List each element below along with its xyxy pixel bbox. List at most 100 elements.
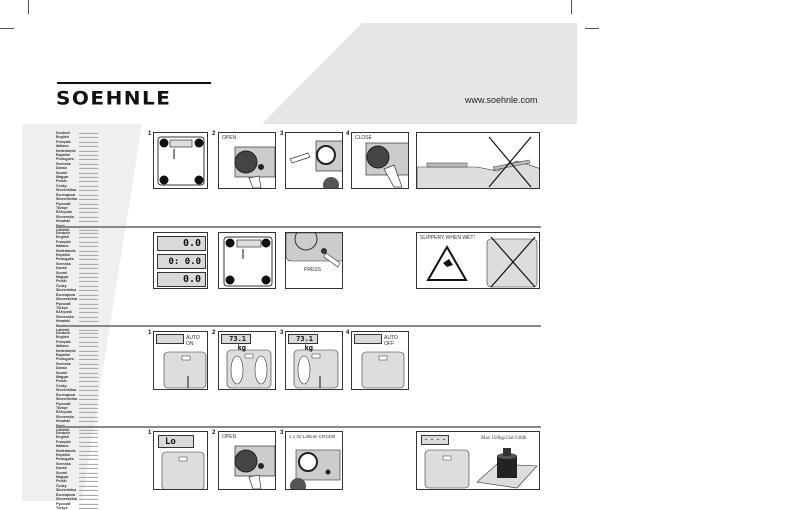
language-text: ▬▬▬▬▬▬▬ (79, 361, 98, 366)
language-name: Slovenština (56, 288, 77, 293)
uneven-floor-icon (417, 136, 539, 188)
language-name: Ελληνικά (56, 310, 72, 315)
language-text: ▬▬▬▬▬▬▬ (79, 175, 98, 180)
language-text: ▬▬▬▬▬▬▬ (79, 148, 98, 153)
language-name: Suomi (56, 470, 67, 475)
max-capacity-label: Max 150kg/23st/330lb (481, 436, 527, 441)
language-name: Dansk (56, 466, 67, 471)
language-row: Suomi▬▬▬▬▬▬▬ (56, 371, 98, 375)
language-text: ▬▬▬▬▬▬▬ (79, 188, 98, 193)
language-text: ▬▬▬▬▬▬▬ (79, 414, 98, 419)
language-name: Polski (56, 479, 67, 484)
language-text: ▬▬▬▬▬▬▬ (79, 435, 98, 440)
section-divider (56, 226, 541, 228)
language-row: Türkçe▬▬▬▬▬▬▬ (56, 506, 98, 510)
language-name: Magyar (56, 375, 69, 380)
language-row: Nederlands▬▬▬▬▬▬▬ (56, 448, 98, 453)
language-row: Polski▬▬▬▬▬▬▬ (56, 179, 98, 184)
language-name: Česky (56, 283, 67, 288)
language-name: Svenska (56, 461, 71, 466)
language-text: ▬▬▬▬▬▬▬ (79, 219, 98, 224)
language-name: Български (56, 392, 76, 397)
battery-cover-open-icon (234, 445, 275, 489)
language-row: Slovenština▬▬▬▬▬▬▬ (56, 488, 98, 492)
language-row: Slovenščina▬▬▬▬▬▬▬ (56, 497, 98, 502)
website-link[interactable]: www.soehnle.com (465, 95, 538, 105)
language-row: Türkçe▬▬▬▬▬▬▬ (56, 205, 98, 210)
language-row: Slovenščina▬▬▬▬▬▬▬ (56, 197, 98, 202)
language-name: Slovensko (56, 414, 74, 419)
language-text: ▬▬▬▬▬▬▬ (79, 205, 98, 210)
step-label: OPEN (222, 434, 237, 440)
language-text: ▬▬▬▬▬▬▬ (79, 448, 98, 453)
language-row: Italiano▬▬▬▬▬▬▬ (56, 144, 98, 148)
section-divider (56, 325, 541, 327)
language-row: Dansk▬▬▬▬▬▬▬ (56, 466, 98, 471)
language-name: Eesti (56, 424, 79, 428)
language-name: Slovenština (56, 188, 77, 193)
language-name: Polski (56, 179, 67, 184)
step-panel-scale-top (153, 132, 208, 189)
language-row: Magyar▬▬▬▬▬▬▬ (56, 475, 98, 480)
language-row: Latviski▬▬▬▬▬▬▬ (56, 428, 98, 432)
language-text: ▬▬▬▬▬▬▬ (79, 497, 98, 502)
language-text: ▬▬▬▬▬▬▬ (79, 161, 98, 166)
language-name: Dansk (56, 266, 67, 271)
lcd-display-lb: 0.0 (157, 272, 206, 287)
language-row: Български▬▬▬▬▬▬▬ (56, 293, 98, 297)
warning-panel-uneven-floor (416, 132, 540, 189)
step-label: OPEN (222, 135, 237, 141)
language-name: Magyar (56, 175, 69, 180)
language-list: Deutsch▬▬▬▬▬▬▬English▬▬▬▬▬▬▬Français▬▬▬▬… (56, 231, 98, 332)
language-name: Deutsch (56, 331, 71, 335)
language-row: Български▬▬▬▬▬▬▬ (56, 492, 98, 497)
language-name: Polski (56, 379, 67, 384)
language-text: ▬▬▬▬▬▬▬ (79, 492, 98, 497)
language-name: Hrvatski (56, 219, 71, 224)
step-label: CLOSE (355, 135, 372, 141)
step-panel-insert-battery (285, 132, 343, 189)
language-text: ▬▬▬▬▬▬▬ (79, 314, 98, 319)
overload-panel: - - - - Max 150kg/23st/330lb (416, 431, 540, 490)
language-text: ▬▬▬▬▬▬▬ (79, 424, 98, 428)
language-text: ▬▬▬▬▬▬▬ (79, 353, 98, 358)
language-name: Svenska (56, 261, 71, 266)
language-row: Magyar▬▬▬▬▬▬▬ (56, 275, 98, 280)
language-text: ▬▬▬▬▬▬▬ (79, 239, 98, 244)
step-label: AUTO ON (186, 335, 200, 347)
language-name: Deutsch (56, 431, 71, 435)
language-row: Deutsch▬▬▬▬▬▬▬ (56, 131, 98, 135)
section-divider (56, 426, 541, 428)
press-label: PRESS (304, 267, 321, 273)
language-name: Slovenščina (56, 197, 77, 202)
language-name: Slovenština (56, 388, 77, 393)
language-text: ▬▬▬▬▬▬▬ (79, 457, 98, 462)
language-row: Български▬▬▬▬▬▬▬ (56, 392, 98, 397)
language-text: ▬▬▬▬▬▬▬ (79, 270, 98, 275)
language-name: Español (56, 453, 70, 458)
language-row: Hrvatski▬▬▬▬▬▬▬ (56, 319, 98, 323)
language-row: Slovensko▬▬▬▬▬▬▬ (56, 314, 98, 319)
unit-button-press-icon (286, 233, 342, 268)
language-name: Ελληνικά (56, 210, 72, 215)
language-text: ▬▬▬▬▬▬▬ (79, 335, 98, 340)
step-number: 1 (148, 330, 152, 336)
language-name: Türkçe (56, 305, 68, 310)
language-text: ▬▬▬▬▬▬▬ (79, 197, 98, 202)
language-row: Hrvatski ▬▬▬▬▬▬▬ (56, 219, 98, 224)
slippery-warning-icon (426, 236, 538, 288)
language-name: Latviski (56, 327, 70, 332)
language-text: ▬▬▬▬▬▬▬ (79, 135, 98, 140)
language-text: ▬▬▬▬▬▬▬ (79, 244, 98, 249)
language-text: ▬▬▬▬▬▬▬ (79, 224, 98, 228)
language-row: Suomi▬▬▬▬▬▬▬ (56, 470, 98, 475)
step-panel-weighing: 73.1 kg (218, 331, 276, 390)
language-name: Français (56, 239, 71, 244)
scale-tap-on-icon (163, 351, 207, 389)
language-row: Latviski▬▬▬▬▬▬▬ (56, 228, 98, 232)
language-name: Magyar (56, 275, 69, 280)
language-row: Magyar▬▬▬▬▬▬▬ (56, 375, 98, 380)
language-text: ▬▬▬▬▬▬▬ (79, 475, 98, 480)
language-text: ▬▬▬▬▬▬▬ (79, 153, 98, 158)
language-row: Eesti▬▬▬▬▬▬▬ (56, 424, 98, 428)
